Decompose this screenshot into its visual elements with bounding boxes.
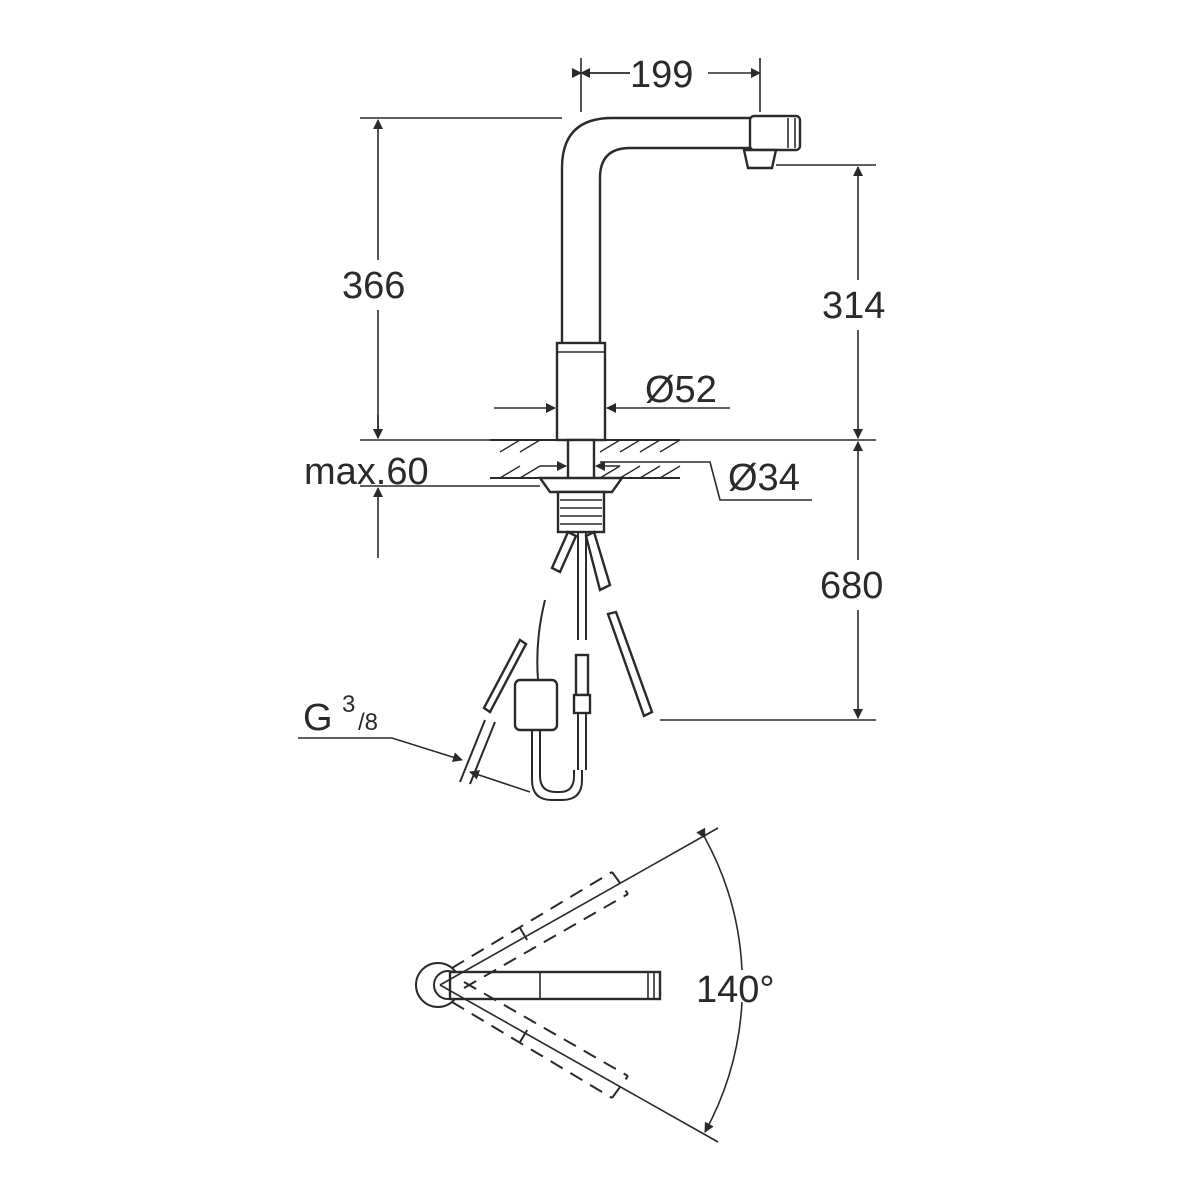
- spout-swivel-left-position: [451, 871, 629, 989]
- dim-thread-numerator: 3: [342, 691, 355, 718]
- dim-spout-height: [680, 164, 876, 441]
- spout-center-position: [448, 970, 662, 1001]
- dim-thread-denominator: /8: [358, 709, 378, 736]
- threaded-stud: [556, 490, 606, 534]
- dim-base-diameter-label: Ø52: [645, 369, 717, 411]
- spray-head-outlet: [742, 148, 778, 170]
- spray-head: [748, 114, 802, 152]
- mounting-nut: [537, 476, 625, 494]
- dim-total-height-label: 366: [342, 265, 405, 307]
- dim-spout-height-label: 314: [822, 285, 885, 327]
- dim-reach-label: 199: [630, 54, 693, 96]
- hose-weight: [513, 678, 559, 732]
- mounting-shank: [566, 438, 596, 482]
- dim-hole-diameter-label: Ø34: [728, 457, 800, 499]
- dim-reach: [572, 58, 761, 112]
- swivel-angle-label: 140°: [696, 969, 775, 1011]
- dim-hose-length-label: 680: [820, 565, 883, 607]
- dim-hose-length: [660, 441, 876, 721]
- supply-hoses: [459, 530, 654, 801]
- dim-connection-thread: [298, 737, 531, 793]
- swivel-angle-arc: [696, 827, 743, 971]
- faucet-base: [555, 341, 607, 442]
- dim-thread-prefix: G: [303, 697, 333, 739]
- dim-deck-thickness: [360, 415, 540, 558]
- faucet-side-view: [459, 114, 802, 801]
- faucet-top-view: [415, 827, 743, 1143]
- dim-deck-thickness-label: max.60: [304, 451, 429, 493]
- dim-hole-diameter: [540, 461, 812, 501]
